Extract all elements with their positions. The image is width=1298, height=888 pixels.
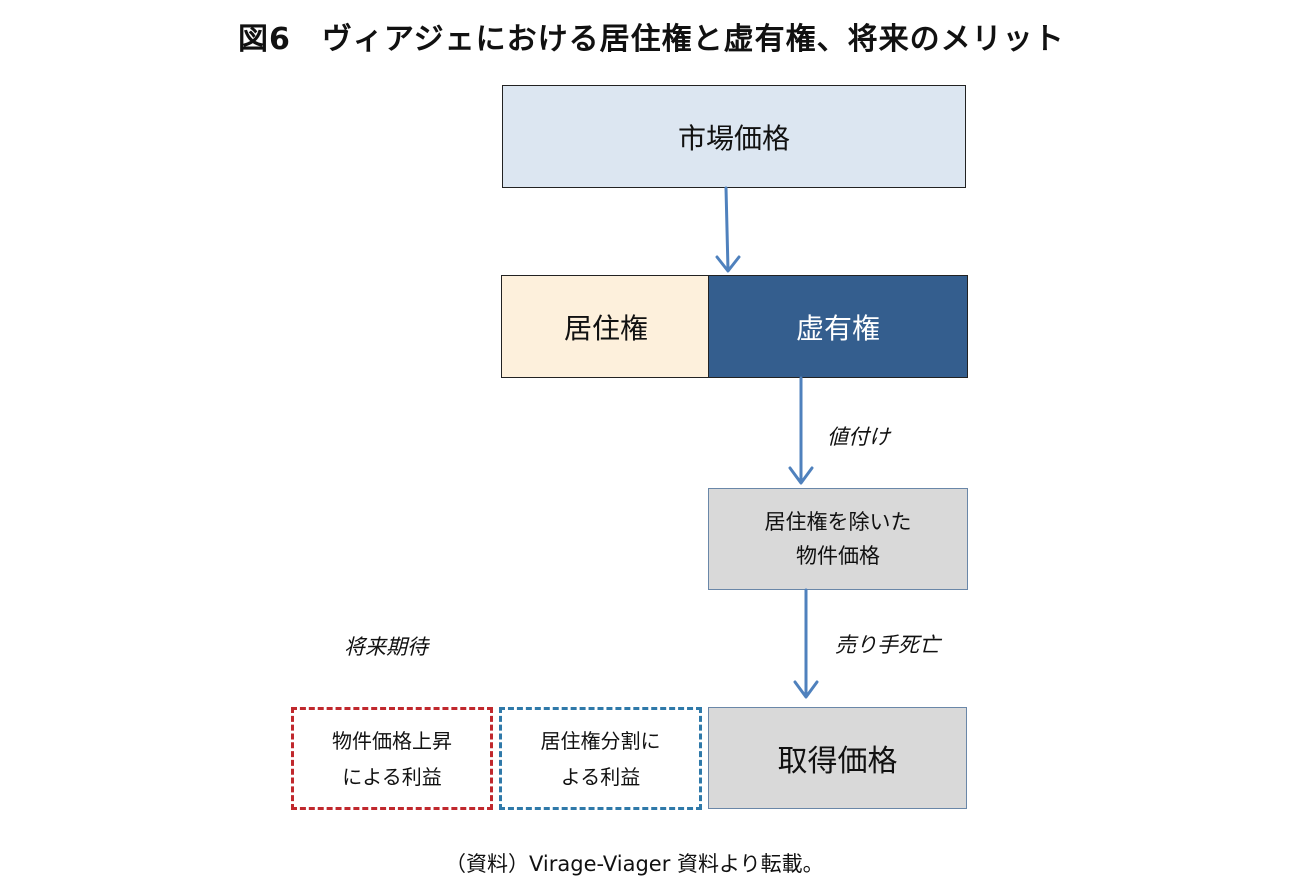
bare-ownership-box: 虚有権	[708, 275, 968, 378]
appreciation-gain-box: 物件価格上昇 による利益	[291, 707, 493, 810]
acquisition-price-box: 取得価格	[708, 707, 967, 809]
arrow-excluding-to-acquisition	[793, 588, 819, 699]
valuation-label: 値付け	[827, 425, 890, 449]
acquisition-price-label: 取得価格	[777, 744, 898, 779]
appreciation-gain-line-2: による利益	[342, 764, 442, 789]
price-excluding-residence-box: 居住権を除いた 物件価格	[708, 488, 968, 590]
bare-ownership-label: 虚有権	[795, 311, 880, 345]
price-excluding-line-2: 物件価格	[796, 544, 880, 568]
residence-right-box: 居住権	[501, 275, 710, 378]
appreciation-gain-line-1: 物件価格上昇	[332, 728, 452, 753]
source-note: （資料）Virage-Viager 資料より転載。	[445, 852, 824, 876]
market-price-label: 市場価格	[677, 121, 790, 155]
split-gain-line-1: 居住権分割に	[540, 728, 661, 753]
residence-right-label: 居住権	[563, 311, 648, 345]
figure-title: 図6 ヴィアジェにおける居住権と虚有権、将来のメリット	[238, 22, 1065, 57]
split-gain-box: 居住権分割に よる利益	[499, 707, 702, 810]
market-price-box: 市場価格	[502, 85, 966, 188]
future-expectation-label: 将来期待	[344, 635, 428, 659]
arrow-bare-to-excluding	[788, 376, 814, 485]
arrow-market-to-bare	[715, 186, 741, 273]
seller-death-label: 売り手死亡	[835, 633, 940, 657]
split-gain-line-2: よる利益	[560, 764, 641, 789]
price-excluding-line-1: 居住権を除いた	[764, 510, 912, 534]
